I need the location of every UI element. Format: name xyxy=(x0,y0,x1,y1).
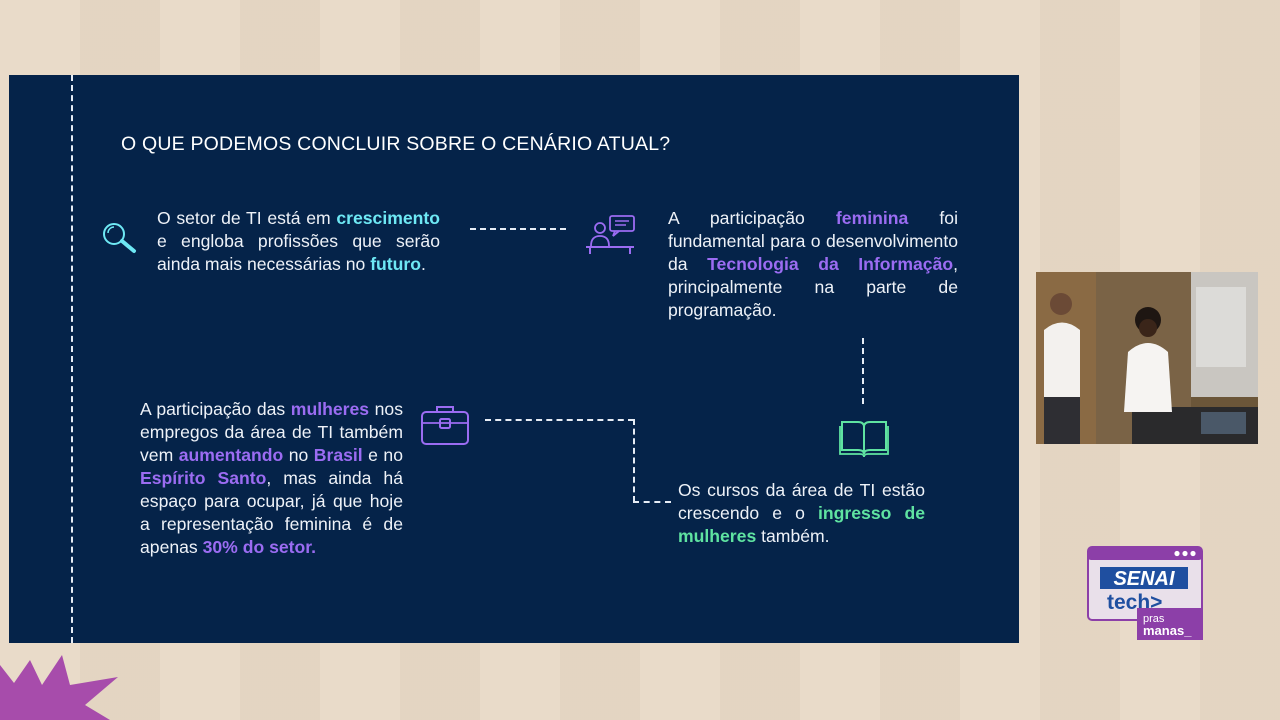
connector-right-vertical xyxy=(862,338,864,404)
connector-bottom-vertical xyxy=(633,419,635,502)
text-block-courses: Os cursos da área de TI estão crescendo … xyxy=(678,480,925,546)
text-block-women-employment: A participação das mulheres nos empregos… xyxy=(140,399,403,557)
text-block-female-participation: A participação feminina foi fundamental … xyxy=(668,208,958,320)
connector-bottom-end xyxy=(633,501,671,503)
text-block-growth: O setor de TI está em crescimento e engl… xyxy=(157,208,440,274)
speaker-camera-feed xyxy=(1036,272,1258,444)
brand-manas: manas_ xyxy=(1143,623,1192,638)
presentation-slide: O QUE PODEMOS CONCLUIR SOBRE O CENÁRIO A… xyxy=(9,75,1019,643)
senai-tech-pras-manas-logo: SENAI tech> pras manas_ xyxy=(1087,546,1213,640)
slide-title: O QUE PODEMOS CONCLUIR SOBRE O CENÁRIO A… xyxy=(121,133,671,155)
open-book-icon xyxy=(839,421,889,458)
decorative-star-shape xyxy=(0,655,118,720)
magnifier-icon xyxy=(103,223,136,253)
briefcase-icon xyxy=(421,406,469,445)
brand-pras: pras xyxy=(1143,613,1165,625)
connector-bottom-horizontal xyxy=(485,419,634,421)
connector-top xyxy=(470,228,566,230)
brand-senai: SENAI xyxy=(1113,568,1175,590)
left-dashed-divider xyxy=(71,75,73,643)
person-at-desk-icon xyxy=(586,215,635,254)
